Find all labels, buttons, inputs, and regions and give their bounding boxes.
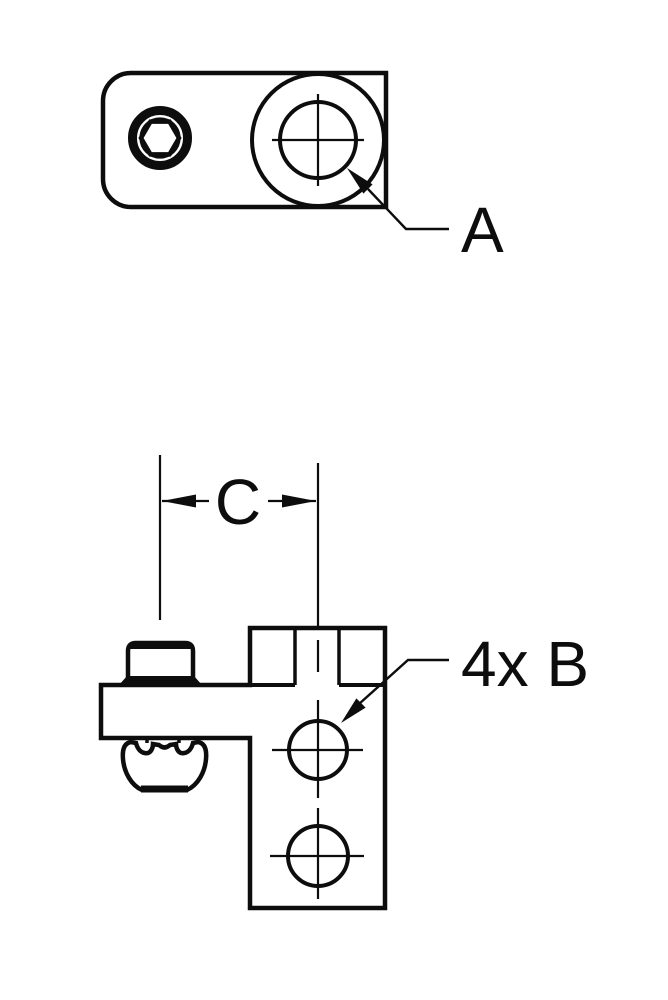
callout-a-arrowhead-icon [347,168,373,194]
dim-c-arrow-right-icon [282,494,316,508]
hex-socket-icon [138,119,182,157]
callout-b-leader-line [358,658,449,705]
screw-washer-flange [119,676,202,685]
hex-socket-screw-top [128,106,192,170]
hole-b-lower [270,808,364,899]
callout-b-leader [341,658,449,723]
boss-circle [250,72,386,208]
dim-c: C [162,466,316,538]
callout-b-arrowhead-icon [341,698,366,723]
callout-b-label: 4x B [461,628,589,700]
screw-head-side [119,640,202,685]
thumb-nut-body [120,739,209,793]
screw-head-outer-ring [128,106,192,170]
dim-c-arrow-left-icon [162,494,196,508]
hole-b-upper [272,700,363,798]
top-view-body-outline [100,70,389,210]
top-view: A [100,70,504,266]
front-view: C [98,455,589,911]
front-view-body-outline [98,625,388,911]
dim-c-label: C [215,466,261,538]
thumb-nut-side [120,739,209,793]
callout-a-label: A [461,194,504,266]
callout-a-leader-line [367,188,449,231]
callout-a-leader [347,168,449,231]
